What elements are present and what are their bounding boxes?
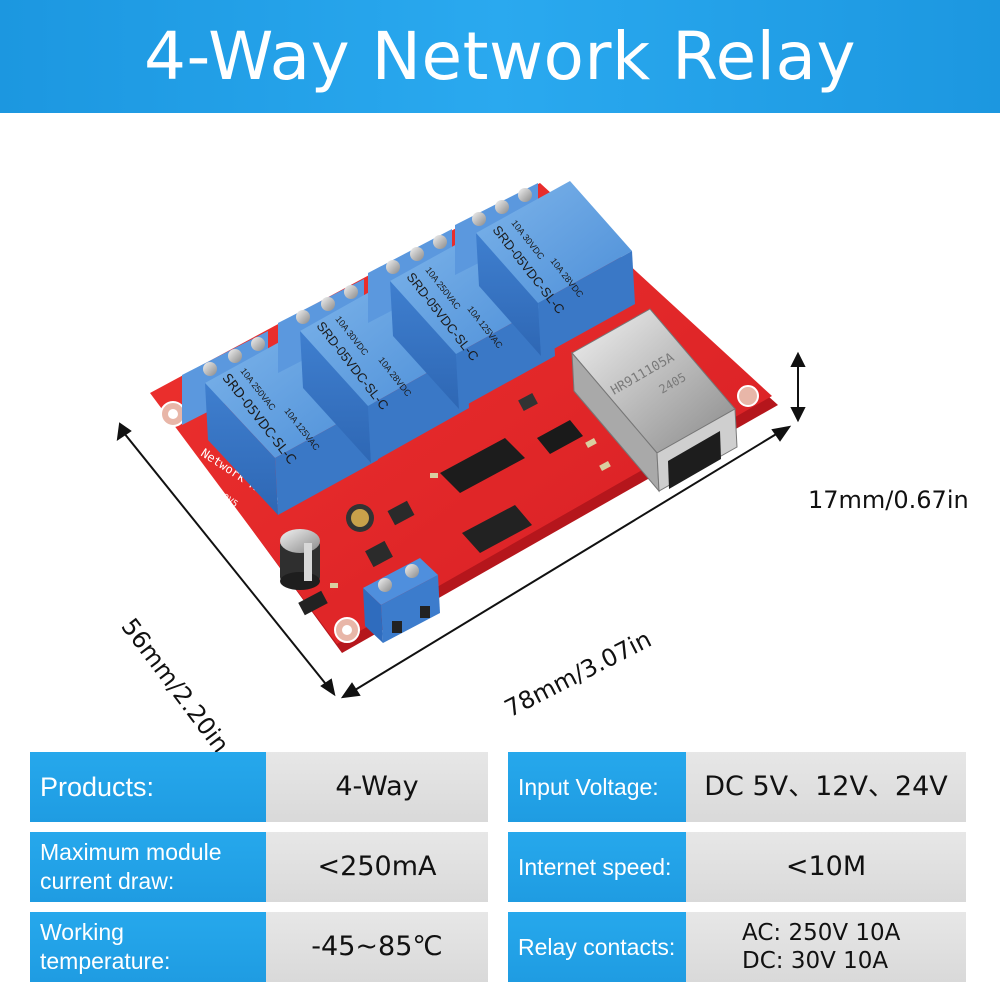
spec-products: Products: 4-Way [30, 752, 488, 822]
spec-label-line-2: temperature: [40, 948, 171, 974]
product-image: Network Relay SYF-0492V5 SRD-05VDC-SL-C … [0, 113, 1000, 758]
spec-value: <10M [686, 832, 966, 902]
page-title: 4-Way Network Relay [143, 18, 857, 95]
spec-label: Maximum module current draw: [30, 832, 266, 902]
spec-current: Maximum module current draw: <250mA [30, 832, 488, 902]
relay-board-illustration: Network Relay SYF-0492V5 SRD-05VDC-SL-C … [116, 181, 806, 699]
spec-value: <250mA [266, 832, 488, 902]
dimension-lines [116, 351, 806, 699]
spec-value-line-1: AC: 250V 10A [742, 920, 901, 946]
spec-temperature: Working temperature: -45~85℃ [30, 912, 488, 982]
height-dimension-label: 17mm/0.67in [808, 486, 969, 514]
spec-value-line-2: DC: 30V 10A [742, 948, 889, 974]
relay-4: SRD-05VDC-SL-C 10A 30VDC 10A 28VDC [455, 181, 635, 356]
spec-label: Working temperature: [30, 912, 266, 982]
spec-label-line-2: current draw: [40, 868, 175, 894]
components [298, 392, 611, 616]
spec-label: Relay contacts: [508, 912, 686, 982]
ethernet-jack: HR911105A 2405 [571, 308, 738, 493]
spec-value: 4-Way [266, 752, 488, 822]
spec-input-voltage: Input Voltage: DC 5V、12V、24V [508, 752, 966, 822]
title-banner: 4-Way Network Relay [0, 0, 1000, 113]
spec-internet-speed: Internet speed: <10M [508, 832, 966, 902]
spec-relay-contacts: Relay contacts: AC: 250V 10A DC: 30V 10A [508, 912, 966, 982]
spec-label-line-1: Maximum module [40, 839, 222, 865]
spec-label-line-1: Working [40, 919, 124, 945]
spec-label: Input Voltage: [508, 752, 686, 822]
spec-label: Internet speed: [508, 832, 686, 902]
spec-value: -45~85℃ [266, 912, 488, 982]
capacitor [280, 529, 320, 590]
power-terminal [363, 558, 440, 643]
spec-value: AC: 250V 10A DC: 30V 10A [686, 912, 966, 982]
spec-value: DC 5V、12V、24V [686, 752, 966, 822]
spec-label: Products: [30, 752, 266, 822]
